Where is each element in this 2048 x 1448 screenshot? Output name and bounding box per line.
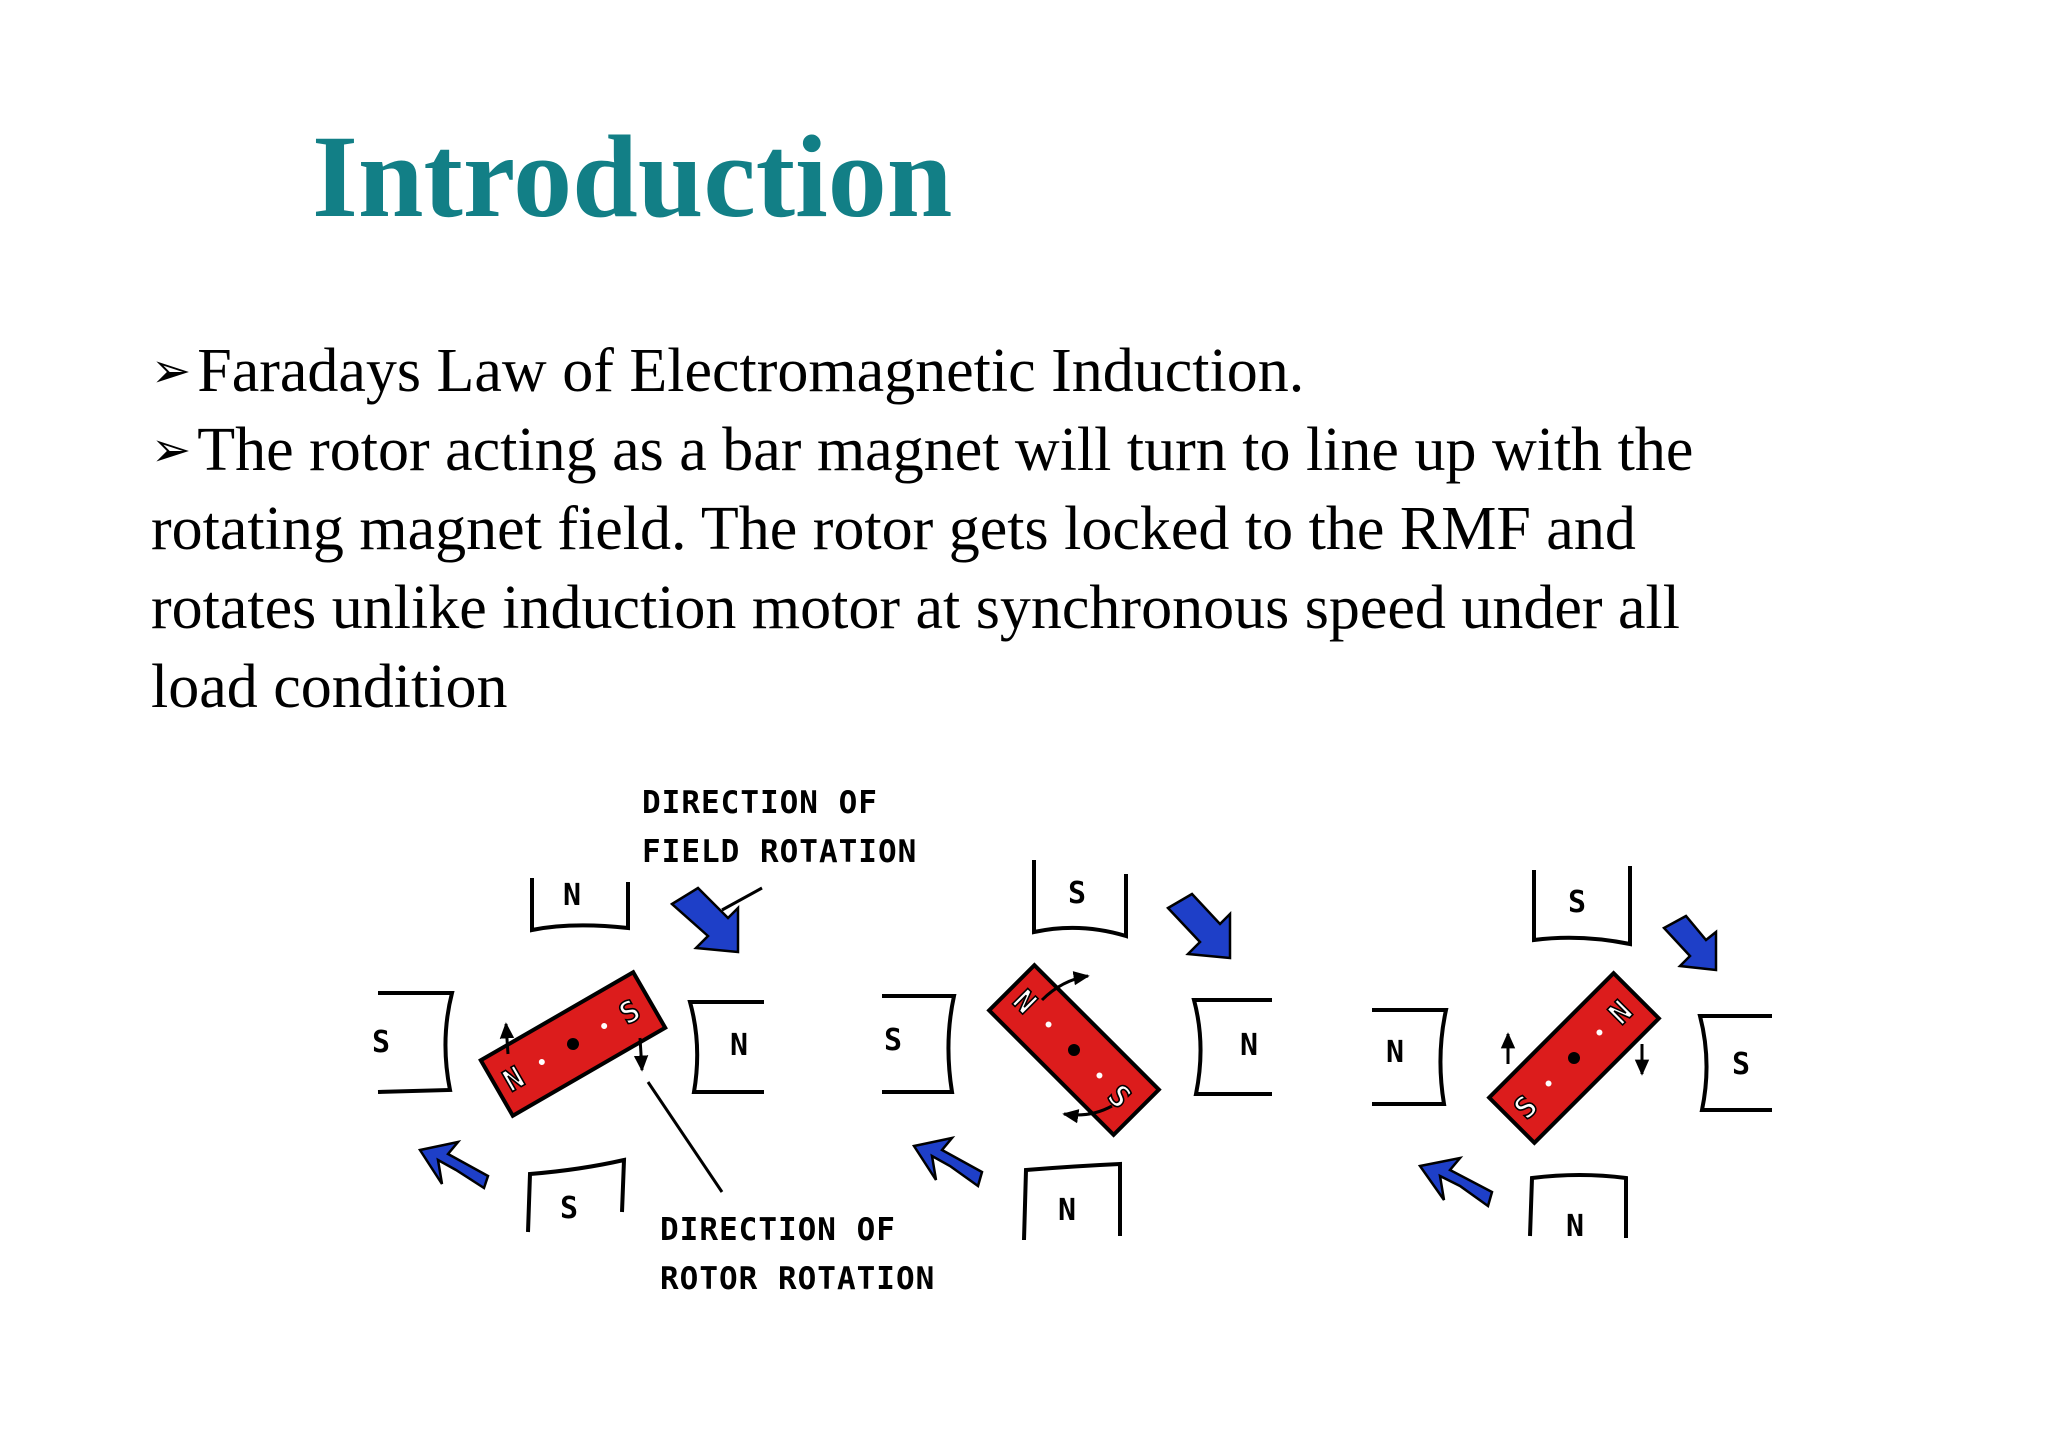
magnet-pole-b: S xyxy=(613,993,646,1032)
pole-bottom-label: S xyxy=(560,1191,578,1226)
pole-left-label: S xyxy=(372,1025,390,1060)
field-rotation-arrow-icon xyxy=(1166,892,1232,960)
pole-left xyxy=(882,994,957,1094)
field-label-leader xyxy=(721,886,763,912)
pole-right xyxy=(687,1000,764,1094)
rotor-rotation-arc xyxy=(1062,1104,1113,1124)
pole-bottom xyxy=(1528,1173,1628,1238)
pole-top xyxy=(1032,860,1128,939)
pole-right xyxy=(1191,998,1272,1096)
magnet-pole-a: S xyxy=(1508,1089,1546,1127)
slide-title: Introduction xyxy=(312,111,953,242)
pole-left-label: N xyxy=(1386,1035,1404,1070)
field-rotation-arrow-icon xyxy=(417,1140,490,1190)
rotor-label-leader xyxy=(646,1081,724,1193)
bullet-item-2: ➢The rotor acting as a bar magnet will t… xyxy=(151,411,1711,727)
rotor-bar-magnet: N S xyxy=(478,969,668,1119)
field-rotation-arrow-icon xyxy=(1661,914,1718,972)
field-rotation-label-line2: FIELD ROTATION xyxy=(642,834,917,870)
stage-2: S S N N N S xyxy=(882,860,1272,1241)
rotor-rotation-arc xyxy=(1040,971,1090,1002)
rotor-bar-magnet: N S xyxy=(986,962,1162,1138)
pole-top-label: N xyxy=(563,878,581,913)
field-rotation-label-line1: DIRECTION OF xyxy=(642,785,878,821)
pole-bottom xyxy=(1022,1161,1122,1241)
rotor-bar-magnet: S N xyxy=(1486,970,1662,1146)
slide-body: ➢Faradays Law of Electromagnetic Inducti… xyxy=(151,332,1711,727)
bullet-text-2: The rotor acting as a bar magnet will tu… xyxy=(151,416,1694,721)
pole-bottom-label: N xyxy=(1566,1209,1584,1244)
magnet-pole-b: S xyxy=(1100,1078,1138,1116)
pole-top-label: S xyxy=(1568,885,1586,920)
field-rotation-arrow-icon xyxy=(911,1136,984,1189)
pole-right xyxy=(1697,1014,1772,1112)
bullet-item-1: ➢Faradays Law of Electromagnetic Inducti… xyxy=(151,332,1711,411)
pole-left xyxy=(377,991,455,1094)
pole-right-label: S xyxy=(1732,1047,1750,1082)
pole-left xyxy=(1372,1008,1449,1106)
pole-top xyxy=(1532,866,1632,947)
stage-1: N S N S N S xyxy=(372,878,764,1233)
stage-3: S N S N S N xyxy=(1372,866,1772,1244)
rotor-rotation-tick xyxy=(633,1037,649,1072)
magnet-pole-b: N xyxy=(1602,994,1640,1032)
magnet-pole-a: N xyxy=(1005,984,1043,1022)
pole-right-label: N xyxy=(730,1028,748,1063)
pole-bottom-label: N xyxy=(1058,1193,1076,1228)
bullet-arrow-icon: ➢ xyxy=(151,343,192,399)
rotor-rotation-tick xyxy=(499,1022,515,1055)
field-rotation-arrow-icon xyxy=(1417,1156,1494,1209)
pole-bottom xyxy=(526,1157,627,1233)
rotor-rotation-label-line2: ROTOR ROTATION xyxy=(660,1261,935,1297)
pole-top-label: S xyxy=(1068,876,1086,911)
pole-right-label: N xyxy=(1240,1028,1258,1063)
magnet-pole-a: N xyxy=(497,1060,530,1099)
field-rotation-arrow-icon xyxy=(669,886,740,954)
pole-top xyxy=(530,878,630,933)
pole-left-label: S xyxy=(884,1023,902,1058)
rotor-rotation-label-line1: DIRECTION OF xyxy=(660,1212,896,1248)
bullet-arrow-icon: ➢ xyxy=(151,422,192,478)
bullet-text-1: Faradays Law of Electromagnetic Inductio… xyxy=(197,337,1305,405)
